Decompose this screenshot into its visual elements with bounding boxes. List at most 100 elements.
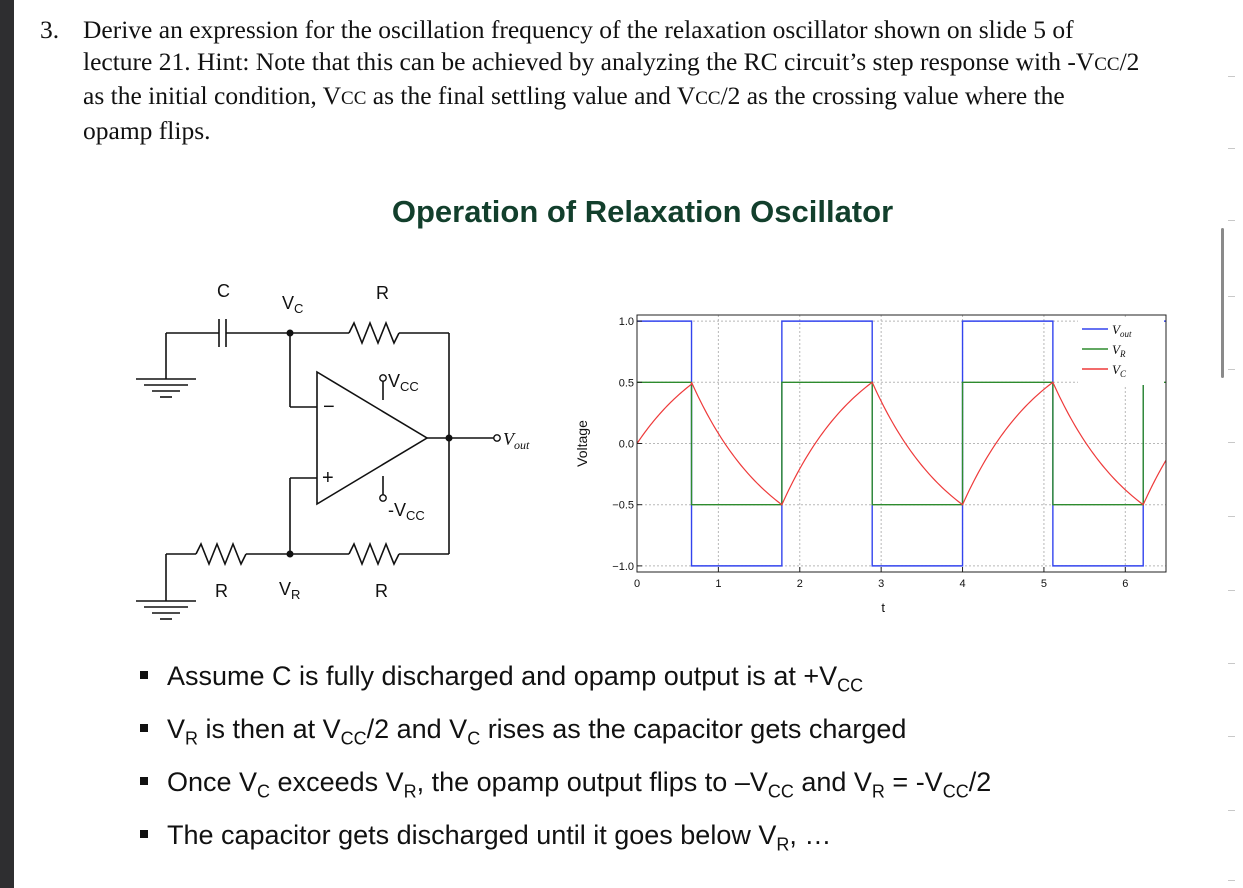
label-vr-main: V [279,579,291,599]
document-page: 3. Derive an expression for the oscillat… [14,0,1243,888]
bullet-sub: R [776,834,790,855]
y-tick-label: 0.5 [619,377,634,389]
legend-label: Vout [1112,322,1132,339]
bullet-text: Once V [167,767,258,797]
bullet-sub: R [185,728,199,749]
label-vc: VC [282,293,303,316]
label-vr-sub: R [291,587,300,602]
legend-label: VR [1112,342,1126,359]
bullet-sub: CC [942,781,969,802]
chart-series [636,320,1167,567]
bullet-text: rises as the capacitor gets charged [480,714,907,744]
ruler-tick [1228,663,1235,664]
question-sub-2: CC [341,88,367,109]
legend-label-sub: out [1120,329,1132,339]
label-vcc-neg-main: -V [388,500,406,520]
y-tick-label: −0.5 [612,500,634,512]
ruler-tick [1228,220,1235,221]
bullet-text: The capacitor gets discharged until it g… [167,820,777,850]
bullet-sub: C [467,728,481,749]
question-text-a: Derive an expression for the oscillation… [83,15,1095,76]
label-r-left: R [215,581,228,601]
vout-line [637,320,1166,567]
bullet-square-icon [140,830,148,838]
label-vcc-neg-sub: CC [406,508,425,523]
x-tick-label: 2 [797,578,803,590]
question-sub-3: CC [695,88,721,109]
ruler-tick [1228,516,1235,517]
legend-label-sub: C [1120,369,1127,379]
x-axis-label: t [881,600,885,615]
label-vc-sub: C [294,301,303,316]
label-vr: VR [279,579,300,602]
x-tick-label: 6 [1122,578,1128,590]
bullet-text: /2 and V [366,714,468,744]
label-vout-sub: out [514,438,530,452]
bullet-text: , the opamp output flips to –V [416,767,768,797]
bullet-text: exceeds V [270,767,404,797]
bullet-item: Once VC exceeds VR, the opamp output fli… [140,762,991,815]
label-vout-main: V [503,429,516,449]
legend-label-sub: R [1119,349,1126,359]
bullet-item: The capacitor gets discharged until it g… [140,815,991,868]
bullet-square-icon [140,671,148,679]
ruler-tick [1228,810,1235,811]
label-plus: + [322,467,334,489]
bullet-text: V [167,714,186,744]
ruler-tick [1228,590,1235,591]
window-left-edge [0,0,14,888]
y-tick-label: 0.0 [619,439,634,451]
ruler-tick [1228,736,1235,737]
bullet-sub: CC [340,728,367,749]
bullet-text: /2 [968,767,992,797]
label-c: C [217,281,230,301]
bullet-square-icon [140,777,148,785]
label-r-top: R [376,283,389,303]
ruler-tick [1228,76,1235,77]
bullet-sub: R [403,781,417,802]
question-text-c: as the final settling value and V [366,81,696,110]
x-tick-label: 0 [634,578,640,590]
y-axis-label: Voltage [574,420,590,467]
bullet-sub: R [871,781,885,802]
x-tick-label: 3 [878,578,884,590]
x-tick-label: 4 [959,578,965,590]
legend-label-main: V [1112,342,1122,357]
bullet-text: = -V [884,767,943,797]
bullet-text: , … [789,820,832,850]
label-vout: Vout [503,429,530,452]
legend-label-main: V [1112,362,1122,377]
vr-line [637,381,1166,506]
ruler-tick [1228,369,1235,370]
label-vcc-pos-sub: CC [400,379,419,394]
bullet-sub: C [257,781,271,802]
legend-label-main: V [1112,322,1122,337]
slide-title: Operation of Relaxation Oscillator [14,194,1243,230]
vc-line [636,381,1167,506]
slide-title-text: Operation of Relaxation Oscillator [391,194,894,229]
question-3: 3. Derive an expression for the oscillat… [40,14,1140,146]
bullet-sub: CC [837,675,864,696]
bullet-item: VR is then at VCC/2 and VC rises as the … [140,709,991,762]
label-minus: − [323,396,335,418]
question-sub-1: CC [1094,53,1120,75]
label-vcc-neg: -VCC [388,500,425,523]
y-tick-label: 1.0 [619,316,634,328]
x-tick-label: 5 [1041,578,1047,590]
ruler-tick [1228,296,1235,297]
y-tick-label: −1.0 [612,561,634,573]
bullet-text: Assume C is fully discharged and opamp o… [167,661,838,691]
ruler-tick [1228,880,1235,881]
scrollbar-thumb[interactable] [1221,228,1224,378]
question-text: Derive an expression for the oscillation… [83,14,1140,146]
bullet-text: is then at V [198,714,341,744]
oscillator-schematic: C VC R VCC − + -VCC Vout R VR R [136,281,530,620]
ruler-tick [1228,442,1235,443]
bullet-sub: CC [767,781,794,802]
bullet-list: Assume C is fully discharged and opamp o… [140,656,991,868]
bullet-item: Assume C is fully discharged and opamp o… [140,656,991,709]
x-tick-label: 1 [715,578,721,590]
chart-ticks: 0 1 2 3 4 5 6 1.0 0.5 0.0 −0.5 −1.0 [612,316,1128,590]
bullet-text: and V [793,767,872,797]
